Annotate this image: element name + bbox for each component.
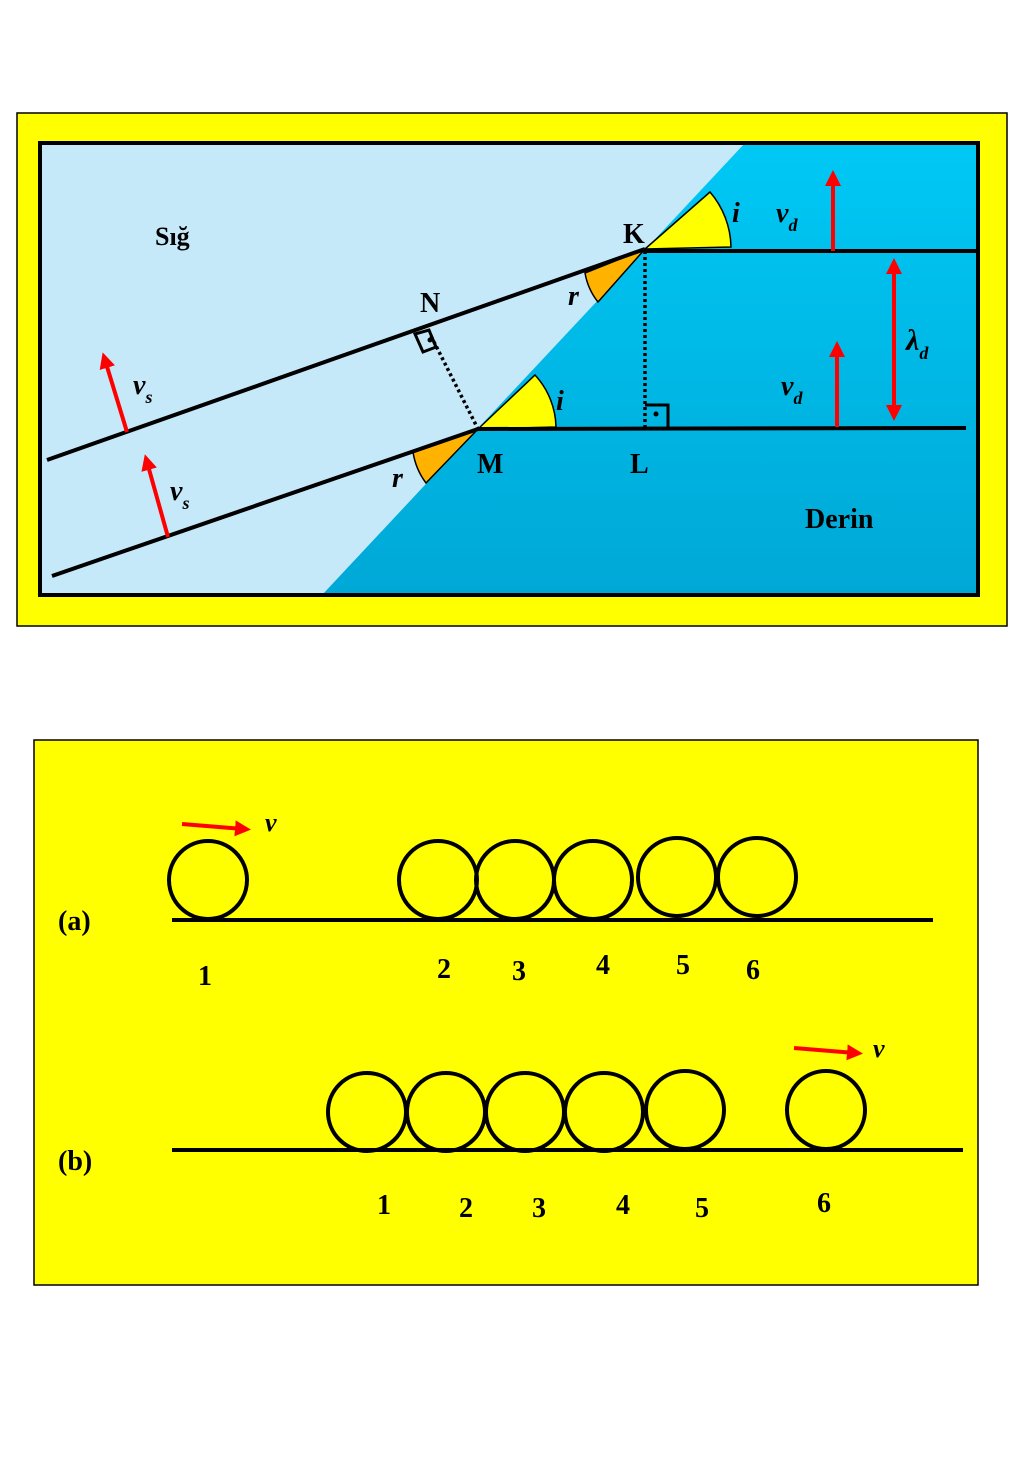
row-b-ball-5 (644, 1069, 726, 1151)
shallow-wavefront-bottom (51, 427, 479, 578)
collision-panel: v (a) 1 2 3 4 5 6 v (b) 1 2 3 4 5 6 (33, 739, 979, 1286)
angle-i-top (642, 190, 732, 250)
shallow-wavefront-top (46, 247, 646, 462)
point-M-label: M (477, 449, 503, 480)
vs-arrow-top (99, 352, 129, 433)
row-b-velocity-arrow (793, 1044, 863, 1061)
vs-arrow-bottom (141, 454, 170, 538)
point-K-label: K (623, 219, 645, 250)
row-a-number-2: 2 (437, 954, 451, 985)
row-a-ball-1 (167, 839, 249, 921)
row-a-number-5: 5 (676, 950, 690, 981)
row-b-number-5: 5 (695, 1193, 709, 1224)
row-a-velocity-arrow (181, 820, 251, 837)
row-b-velocity-label: v (873, 1034, 885, 1063)
wavelength-label: λd (904, 324, 929, 363)
row-a-number-6: 6 (746, 955, 760, 986)
vs-bottom-label: vs (170, 476, 189, 513)
row-a-velocity-label: v (265, 808, 277, 837)
row-a-label: (a) (58, 906, 91, 937)
row-b-number-2: 2 (459, 1193, 473, 1224)
row-a-number-3: 3 (512, 956, 526, 987)
deep-wavefront-bottom (477, 426, 967, 431)
row-b-ball-6 (785, 1069, 867, 1151)
point-L-label: L (630, 449, 649, 480)
angle-r-top-label: r (568, 281, 580, 312)
row-a-number-1: 1 (198, 961, 212, 992)
row-b-ball-4 (563, 1071, 645, 1153)
vd-bottom-label: vd (781, 371, 803, 408)
panel2-frame (33, 739, 979, 1286)
row-b-number-3: 3 (532, 1193, 546, 1224)
angle-r-top (584, 248, 646, 304)
row-a-number-4: 4 (596, 950, 610, 981)
row-b-number-1: 1 (377, 1190, 391, 1221)
refraction-panel: Sığ Derin K N M L i i r r vs vs vd vd λd (16, 112, 1008, 627)
row-b-label: (b) (58, 1146, 92, 1177)
vd-top-label: vd (776, 198, 798, 235)
right-angle-marker-N (412, 328, 438, 354)
point-N-label: N (420, 288, 440, 319)
vs-top-label: vs (133, 370, 152, 407)
deep-region (322, 143, 978, 595)
shallow-label: Sığ (155, 222, 190, 251)
row-b-number-4: 4 (616, 1190, 630, 1221)
row-a-ball-4 (552, 839, 634, 921)
row-a-ball-6 (716, 836, 798, 918)
deep-label: Derin (805, 504, 874, 535)
angle-r-bottom-label: r (392, 463, 404, 494)
angle-i-bottom-label: i (556, 386, 564, 417)
right-angle-marker-L (645, 403, 670, 428)
angle-i-top-label: i (732, 198, 740, 229)
perpendicular-N-M (429, 335, 480, 430)
tank-border (38, 141, 980, 597)
row-b-number-6: 6 (817, 1188, 831, 1219)
